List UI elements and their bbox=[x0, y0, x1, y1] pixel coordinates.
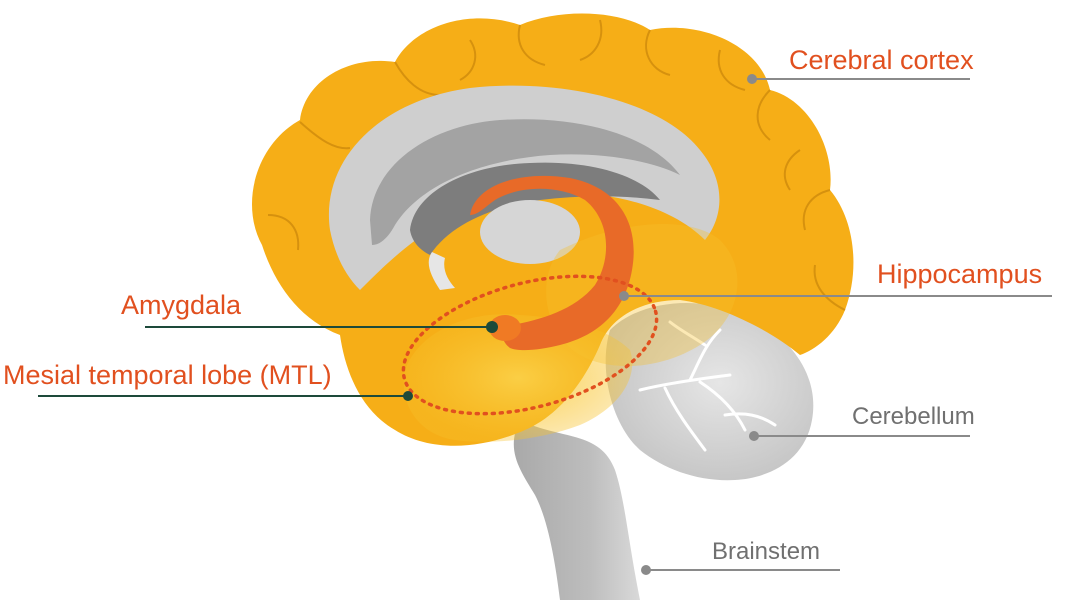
label-cerebral-cortex: Cerebral cortex bbox=[789, 47, 974, 74]
label-hippocampus: Hippocampus bbox=[877, 261, 1042, 288]
marker-cerebral-cortex bbox=[747, 74, 757, 84]
label-brainstem: Brainstem bbox=[712, 540, 820, 564]
marker-mtl bbox=[403, 391, 413, 401]
label-cerebellum: Cerebellum bbox=[852, 405, 975, 429]
brainstem-shape bbox=[514, 420, 640, 600]
marker-amygdala bbox=[486, 321, 498, 333]
marker-hippocampus bbox=[619, 291, 629, 301]
marker-brainstem bbox=[641, 565, 651, 575]
marker-cerebellum bbox=[749, 431, 759, 441]
label-mtl: Mesial temporal lobe (MTL) bbox=[3, 362, 332, 389]
label-amygdala: Amygdala bbox=[121, 292, 241, 319]
